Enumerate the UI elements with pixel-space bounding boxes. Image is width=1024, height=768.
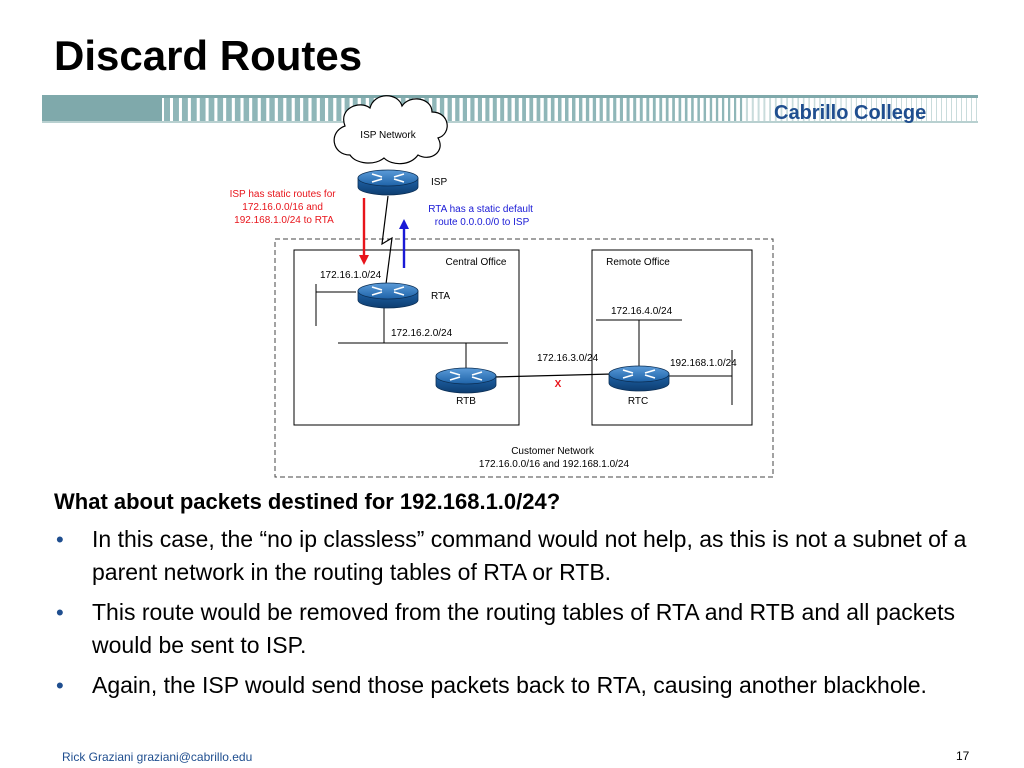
isp-network-cloud: ISP Network — [333, 95, 448, 165]
bullet-item: • This route would be removed from the r… — [54, 596, 1004, 662]
bullet-marker: • — [56, 527, 64, 552]
rtb-router-icon — [435, 367, 497, 394]
bullet-list: • In this case, the “no ip classless” co… — [54, 523, 1004, 702]
net-192-168-1-label: 192.168.1.0/24 — [670, 358, 737, 369]
net-172-16-4-label: 172.16.4.0/24 — [611, 306, 673, 317]
bullet-text: In this case, the “no ip classless” comm… — [92, 526, 967, 585]
net-172-16-1-label: 172.16.1.0/24 — [320, 270, 382, 281]
footer-author: Rick Graziani graziani@cabrillo.edu — [62, 750, 253, 764]
rtc-label: RTC — [628, 396, 648, 407]
remote-office-box — [591, 249, 753, 426]
rta-label: RTA — [431, 291, 450, 302]
rta-annotation: RTA has a static default route 0.0.0.0/0… — [428, 204, 535, 228]
central-office-label: Central Office — [446, 257, 507, 268]
customer-network-label: Customer Network 172.16.0.0/16 and 192.1… — [479, 446, 630, 470]
rtb-label: RTB — [456, 396, 476, 407]
customer-network-boundary — [274, 238, 774, 478]
rta-router-icon — [357, 282, 419, 309]
net-172-16-3-label: 172.16.3.0/24 — [537, 353, 599, 364]
question-heading: What about packets destined for 192.168.… — [54, 489, 561, 514]
bullet-text: This route would be removed from the rou… — [92, 599, 955, 658]
brand-logo: Cabrillo College — [774, 102, 927, 124]
rtc-router-icon — [608, 365, 670, 392]
network-diagram: ISP Network ISP ISP has static routes fo… — [230, 95, 774, 478]
central-office-box — [293, 249, 520, 426]
link-failure-mark: X — [555, 379, 562, 390]
bullet-marker: • — [56, 673, 64, 698]
slide-content: What about packets destined for 192.168.… — [54, 487, 1004, 709]
bullet-item: • In this case, the “no ip classless” co… — [54, 523, 1004, 589]
serial-link-rtb-rtc — [493, 373, 613, 378]
isp-router-label: ISP — [431, 177, 447, 188]
serial-link-isp-rta — [381, 195, 393, 285]
remote-office-label: Remote Office — [606, 257, 670, 268]
isp-router-icon — [357, 169, 419, 196]
slide-title: Discard Routes — [54, 32, 363, 79]
isp-annotation: ISP has static routes for 172.16.0.0/16 … — [230, 189, 339, 226]
cloud-label: ISP Network — [360, 130, 416, 141]
page-number: 17 — [956, 749, 970, 763]
bullet-item: • Again, the ISP would send those packet… — [54, 669, 1004, 702]
bullet-marker: • — [56, 600, 64, 625]
bullet-text: Again, the ISP would send those packets … — [92, 672, 927, 698]
net-172-16-2-label: 172.16.2.0/24 — [391, 328, 453, 339]
